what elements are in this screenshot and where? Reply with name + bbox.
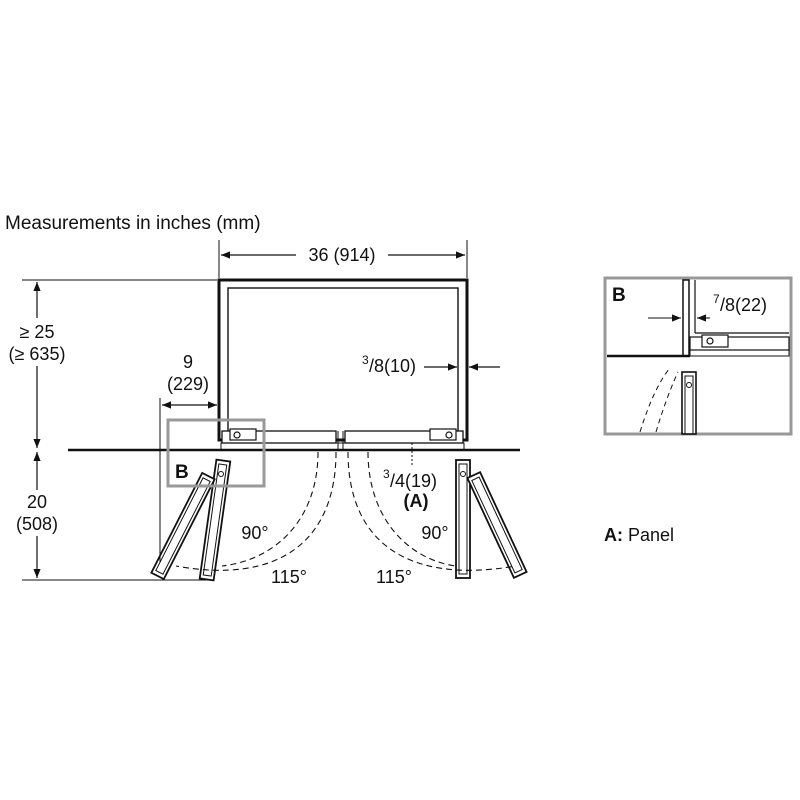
panel-gap-rest: /4(19): [390, 471, 437, 491]
right-door-90: [455, 459, 471, 579]
cabinet-outline: [217, 278, 469, 442]
detail-gap-sup: 7: [713, 292, 720, 306]
right-90-label: 90°: [421, 523, 448, 543]
right-hinge: [429, 428, 457, 441]
left-hinge: [229, 428, 257, 441]
side-clearance-dimension: [159, 398, 217, 562]
left-115-label: 115°: [271, 567, 307, 587]
legend: A: Panel: [604, 525, 674, 545]
height-top-line2: (≥ 635): [9, 344, 66, 364]
legend-text: Panel: [623, 525, 674, 545]
detail-gap-rest: /8(22): [720, 295, 767, 315]
panel-marker: (A): [404, 491, 429, 511]
side-clearance-line2: (229): [167, 374, 209, 394]
panel-gap-sup: 3: [383, 467, 390, 481]
door-swing-arcs: [175, 451, 517, 571]
left-door-90: [198, 458, 232, 582]
detail-b-frame: [166, 418, 266, 488]
right-door-115: [466, 470, 528, 580]
height-top-line1: ≥ 25: [20, 322, 55, 342]
bottom-line1: 20: [27, 492, 47, 512]
measurements-title: Measurements in inches (mm): [5, 213, 261, 234]
detail-b-label: B: [175, 462, 189, 483]
right-115-label: 115°: [376, 567, 412, 587]
left-90-label: 90°: [241, 523, 268, 543]
detail-b-inset-label: B: [612, 285, 626, 306]
legend-key: A:: [604, 525, 623, 545]
side-clearance-line1: 9: [183, 352, 193, 372]
left-door-115: [150, 471, 216, 581]
inner-gap-sup: 3: [362, 353, 369, 367]
inner-gap-rest: /8(10): [369, 356, 416, 376]
door-bottom-strips: [220, 430, 465, 451]
bottom-line2: (508): [16, 514, 58, 534]
width-label: 36 (914): [308, 245, 375, 265]
detail-b-inset: [603, 276, 793, 436]
